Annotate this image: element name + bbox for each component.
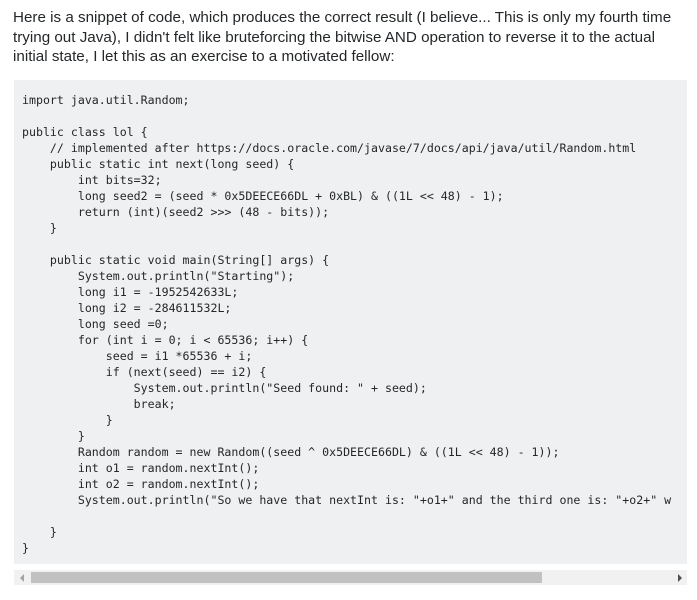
code-line: int o2 = random.nextInt(); (22, 477, 260, 491)
code-line: } (22, 525, 57, 539)
code-line: long i2 = -284611532L; (22, 301, 232, 315)
code-line (22, 108, 671, 124)
code-line: int o1 = random.nextInt(); (22, 461, 260, 475)
code-line: long seed2 = (seed * 0x5DEECE66DL + 0xBL… (22, 189, 504, 203)
scroll-left-button[interactable] (14, 570, 29, 585)
code-line: // implemented after https://docs.oracle… (22, 141, 637, 155)
code-line: int bits=32; (22, 173, 162, 187)
code-line: System.out.println("Starting"); (22, 269, 295, 283)
code-line: System.out.println("So we have that next… (22, 493, 672, 507)
code-line: import java.util.Random; (22, 93, 190, 107)
code-line: long seed =0; (22, 317, 169, 331)
code-line: public static void main(String[] args) { (22, 253, 330, 267)
code-line: seed = i1 *65536 + i; (22, 349, 253, 363)
code-line: if (next(seed) == i2) { (22, 365, 267, 379)
code-line: } (22, 413, 113, 427)
code-line (22, 508, 671, 524)
horizontal-scrollbar[interactable] (14, 570, 687, 585)
code-line: public class lol { (22, 125, 148, 139)
code-line: System.out.println("Seed found: " + seed… (22, 381, 427, 395)
code-line: Random random = new Random((seed ^ 0x5DE… (22, 445, 560, 459)
scroll-right-button[interactable] (672, 570, 687, 585)
code-line: return (int)(seed2 >>> (48 - bits)); (22, 205, 330, 219)
code-line (22, 236, 671, 252)
post-intro-text: Here is a snippet of code, which produce… (13, 9, 672, 66)
code-line: long i1 = -1952542633L; (22, 285, 239, 299)
code-line: break; (22, 397, 176, 411)
scroll-thumb[interactable] (31, 572, 542, 583)
code-lines: import java.util.Random; public class lol… (22, 92, 671, 556)
code-line: } (22, 429, 85, 443)
code-line: } (22, 221, 57, 235)
code-line: for (int i = 0; i < 65536; i++) { (22, 333, 309, 347)
scroll-right-arrow-icon (677, 573, 682, 582)
code-line: } (22, 541, 29, 555)
code-block[interactable]: import java.util.Random; public class lol… (14, 80, 687, 564)
scroll-left-arrow-icon (19, 573, 24, 582)
code-line: public static int next(long seed) { (22, 157, 295, 171)
